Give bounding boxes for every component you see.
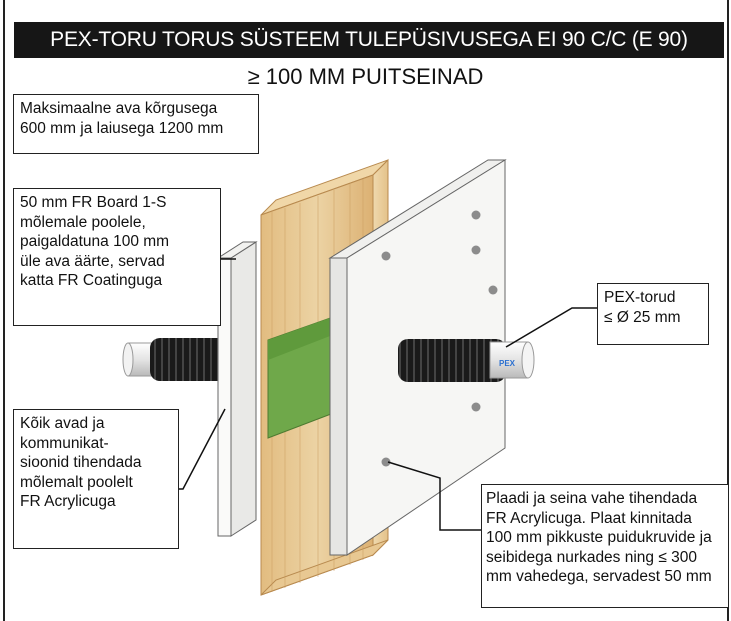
pipe-right-end: PEX xyxy=(489,341,535,379)
fr-board-left xyxy=(216,241,258,537)
subtitle: ≥ 100 MM PUITSEINAD xyxy=(247,64,484,89)
pex-pipe-label: PEX xyxy=(499,359,516,368)
callout-fr-board: 50 mm FR Board 1-S mõlemale poolele, pai… xyxy=(13,188,221,326)
frame-left-border xyxy=(3,0,5,621)
pipe-sleeve-right xyxy=(398,339,506,382)
callout-gap-sealing: Plaadi ja seina vahe tihendada FR Acryli… xyxy=(481,484,729,608)
callout-pex-pipes: PEX-torud ≤ Ø 25 mm xyxy=(597,283,709,345)
callout-max-opening: Maksimaalne ava kõrgusega 600 mm ja laiu… xyxy=(13,94,259,154)
callout-seal-openings: Kõik avad ja kommunikat- sioonid tihenda… xyxy=(13,409,179,549)
frame-right-border xyxy=(727,0,729,621)
title-banner: PEX-TORU TORUS SÜSTEEM TULEPÜSIVUSEGA EI… xyxy=(14,22,724,58)
